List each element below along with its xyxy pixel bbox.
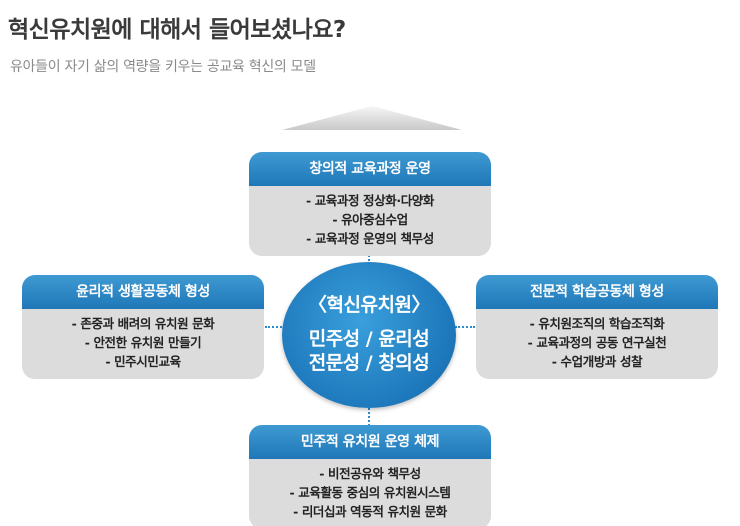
center-values-line-2: 전문성 / 창의성 xyxy=(308,352,430,374)
connector-right xyxy=(455,326,475,328)
page-subtitle: 유아들이 자기 삶의 역량을 키우는 공교육 혁신의 모델 xyxy=(10,59,316,75)
card-item: - 유아중심수업 xyxy=(332,212,408,227)
center-values-line-1: 민주성 / 윤리성 xyxy=(308,328,430,350)
card-title: 전문적 학습공동체 형성 xyxy=(476,275,718,309)
card-ethical-community: 윤리적 생활공동체 형성 - 존중과 배려의 유치원 문화 - 안전한 유치원 … xyxy=(22,275,264,379)
card-title: 창의적 교육과정 운영 xyxy=(249,152,491,186)
card-item: - 비전공유와 책무성 xyxy=(319,466,421,481)
connector-left xyxy=(265,326,285,328)
card-item: - 유치원조직의 학습조직화 xyxy=(529,316,665,331)
card-item: - 교육활동 중심의 유치원시스템 xyxy=(289,485,451,500)
page-title: 혁신유치원에 대해서 들어보셨나요? xyxy=(8,17,346,43)
card-body: - 교육과정 정상화·다양화 - 유아중심수업 - 교육과정 운영의 책무성 xyxy=(249,186,491,256)
card-title: 민주적 유치원 운영 체제 xyxy=(249,425,491,459)
card-item: - 리더십과 역동적 유치원 문화 xyxy=(293,504,447,519)
card-body: - 존중과 배려의 유치원 문화 - 안전한 유치원 만들기 - 민주시민교육 xyxy=(22,309,264,379)
card-democratic-operation: 민주적 유치원 운영 체제 - 비전공유와 책무성 - 교육활동 중심의 유치원… xyxy=(249,425,491,526)
connector-top xyxy=(368,248,370,264)
card-item: - 민주시민교육 xyxy=(105,354,181,369)
card-creative-curriculum: 창의적 교육과정 운영 - 교육과정 정상화·다양화 - 유아중심수업 - 교육… xyxy=(249,152,491,256)
card-item: - 교육과정 정상화·다양화 xyxy=(305,193,435,208)
center-circle: 〈혁신유치원〉 민주성 / 윤리성 전문성 / 창의성 xyxy=(282,262,456,408)
card-item: - 안전한 유치원 만들기 xyxy=(84,335,202,350)
up-arrow-icon xyxy=(282,106,462,130)
card-learning-community: 전문적 학습공동체 형성 - 유치원조직의 학습조직화 - 교육과정의 공동 연… xyxy=(476,275,718,379)
center-title: 〈혁신유치원〉 xyxy=(308,294,430,316)
connector-bottom xyxy=(368,408,370,426)
card-item: - 존중과 배려의 유치원 문화 xyxy=(71,316,215,331)
card-item: - 수업개방과 성찰 xyxy=(551,354,643,369)
card-item: - 교육과정 운영의 책무성 xyxy=(306,231,434,246)
card-body: - 비전공유와 책무성 - 교육활동 중심의 유치원시스템 - 리더십과 역동적… xyxy=(249,459,491,526)
card-title: 윤리적 생활공동체 형성 xyxy=(22,275,264,309)
card-body: - 유치원조직의 학습조직화 - 교육과정의 공동 연구실천 - 수업개방과 성… xyxy=(476,309,718,379)
card-item: - 교육과정의 공동 연구실천 xyxy=(527,335,667,350)
